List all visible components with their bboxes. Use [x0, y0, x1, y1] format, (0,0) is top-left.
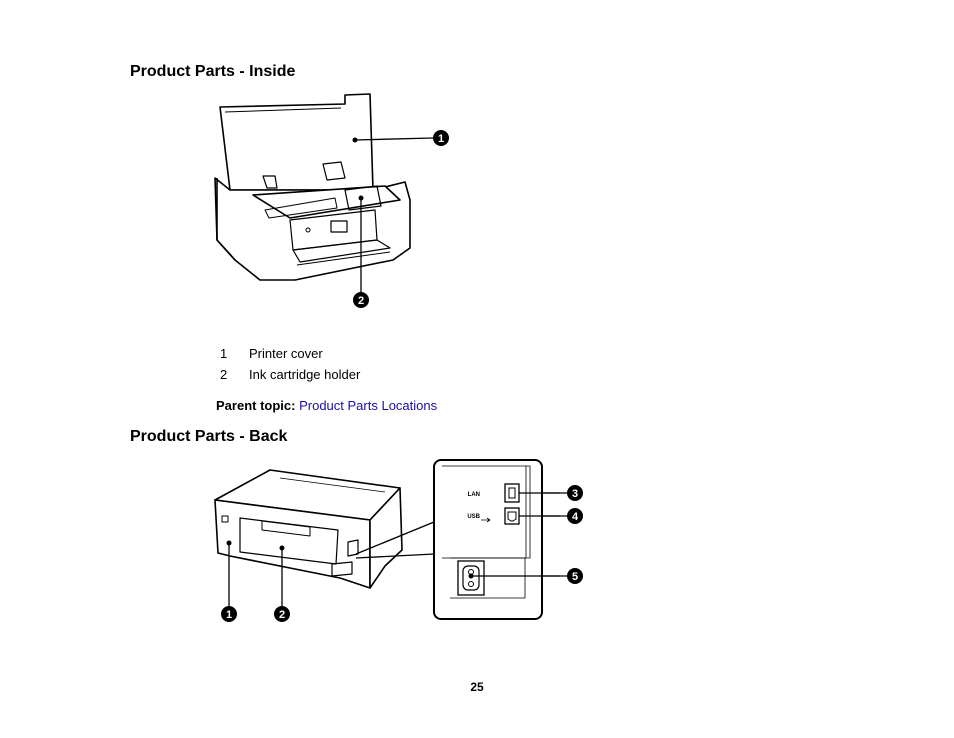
list-item: 1 Printer cover: [216, 343, 360, 364]
back-printer-illustration: LAN USB: [214, 459, 560, 620]
item-number: 1: [220, 346, 228, 361]
svg-text:1: 1: [226, 609, 232, 621]
inside-callout-2: 2: [353, 292, 369, 308]
back-callout-2: 2: [274, 606, 290, 622]
svg-text:4: 4: [572, 511, 579, 523]
parent-topic-label: Parent topic:: [216, 398, 296, 413]
back-callout-3: 3: [567, 485, 583, 501]
list-item: 2 Ink cartridge holder: [216, 364, 360, 385]
svg-text:2: 2: [358, 295, 364, 307]
inside-callout-1: 1: [433, 130, 449, 146]
svg-text:5: 5: [572, 571, 578, 583]
parent-topic: Parent topic: Product Parts Locations: [216, 397, 437, 415]
usb-port-label: USB: [467, 514, 480, 520]
back-callout-1: 1: [221, 606, 237, 622]
svg-text:1: 1: [438, 133, 444, 145]
item-label: Printer cover: [249, 346, 323, 361]
section-title-inside: Product Parts - Inside: [130, 63, 296, 80]
usb-icon: [481, 517, 491, 523]
port-inset: LAN USB: [433, 459, 543, 620]
svg-text:3: 3: [572, 488, 578, 500]
lan-port-label: LAN: [468, 492, 480, 498]
inside-parts-list: 1 Printer cover 2 Ink cartridge holder: [216, 343, 360, 385]
svg-text:2: 2: [279, 609, 285, 621]
inside-printer-illustration: 1 2: [214, 93, 449, 308]
item-number: 2: [220, 367, 228, 382]
item-label: Ink cartridge holder: [249, 367, 361, 382]
parent-topic-link[interactable]: Product Parts Locations: [299, 398, 438, 413]
back-callouts: 1 2 3 4 5: [221, 485, 583, 622]
back-callout-4: 4: [567, 508, 583, 524]
back-callout-5: 5: [567, 568, 583, 584]
section-title-back: Product Parts - Back: [130, 428, 288, 445]
page-number: 25: [470, 680, 484, 694]
